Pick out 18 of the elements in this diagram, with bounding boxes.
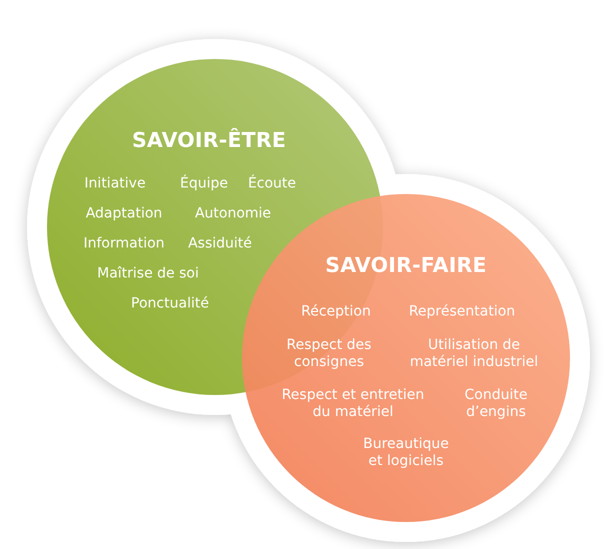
skill-label: Conduite d’engins bbox=[464, 387, 528, 421]
skill-label: Réception bbox=[301, 304, 371, 320]
skill-label: Respect et entretien du matériel bbox=[280, 387, 426, 421]
skill-label: Ponctualité bbox=[131, 296, 209, 312]
skill-label: Écoute bbox=[248, 176, 296, 192]
skill-label: Respect des consignes bbox=[286, 337, 372, 371]
skill-label: Assiduité bbox=[188, 236, 252, 252]
skill-label: Adaptation bbox=[86, 206, 162, 222]
skill-label: Autonomie bbox=[194, 206, 272, 222]
skill-label: Information bbox=[83, 236, 165, 252]
skill-label: Maîtrise de soi bbox=[97, 266, 199, 282]
section-heading: SAVOIR-ÊTRE bbox=[132, 128, 286, 152]
section-heading: SAVOIR-FAIRE bbox=[325, 253, 487, 277]
skill-label: Équipe bbox=[180, 176, 228, 192]
skill-label: Utilisation de matériel industriel bbox=[408, 337, 540, 371]
skill-label: Initiative bbox=[84, 176, 146, 192]
skill-label: Bureautique et logiciels bbox=[362, 436, 450, 470]
skill-label: Représentation bbox=[408, 304, 516, 320]
